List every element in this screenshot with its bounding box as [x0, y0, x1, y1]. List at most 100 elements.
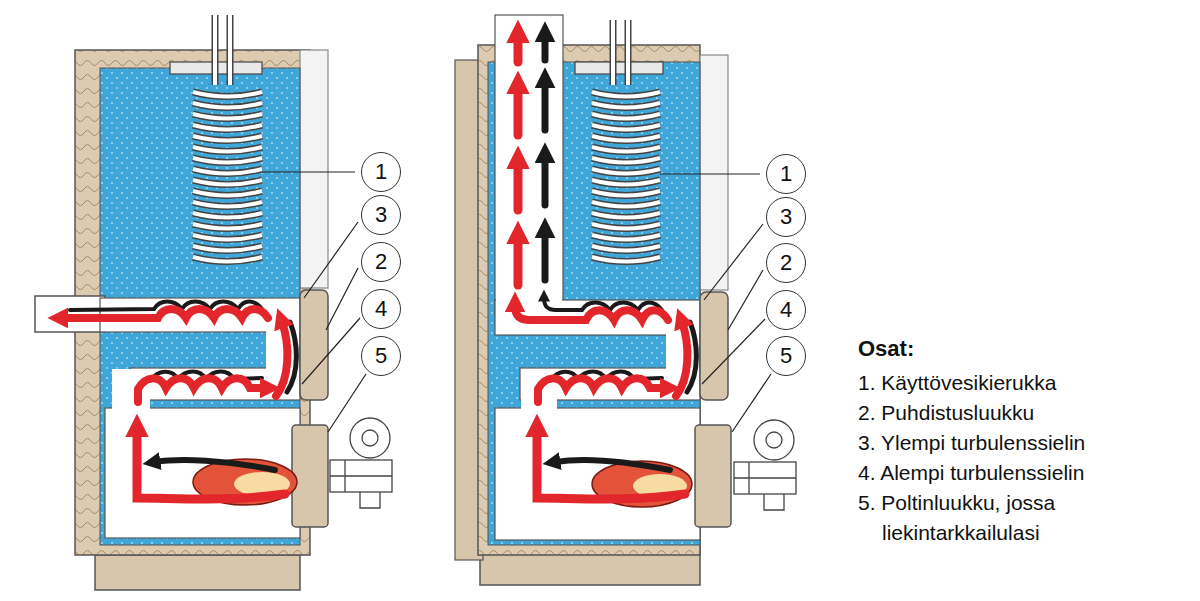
coil-turn: [193, 158, 262, 163]
flow-arrow: [515, 306, 668, 320]
flow-arrow: [542, 36, 549, 60]
coil-turn: [592, 224, 660, 229]
flow-arrow: [155, 460, 275, 470]
flow-arrow: [514, 237, 523, 285]
flow-arrow: [62, 309, 268, 318]
coil-turn: [193, 235, 262, 240]
coil-turn: [592, 235, 660, 240]
coil-pipe: [613, 20, 628, 85]
coil-turn: [592, 136, 660, 141]
callout-circle: 5: [361, 336, 401, 376]
front-panel: [700, 55, 728, 290]
coil-turn: [193, 125, 262, 130]
burner-detail: [330, 460, 392, 508]
coil-turn: [193, 257, 262, 262]
coil-turn: [193, 136, 262, 141]
flue-gas-arrows: [62, 302, 296, 500]
coil-turn: [592, 92, 660, 97]
flow-arrow: [538, 378, 666, 402]
callout-number: 2: [780, 252, 792, 274]
callout-number: 4: [780, 299, 792, 321]
callout-circle: 2: [361, 242, 401, 282]
coil-turn: [592, 224, 660, 229]
coil-turn: [193, 246, 262, 251]
firebox-outlet: [112, 369, 150, 413]
flue-stack: [495, 15, 563, 315]
coil-turn: [193, 125, 262, 130]
flow-arrow: [542, 82, 549, 130]
coil-turn: [592, 213, 660, 218]
coil-turn: [193, 136, 262, 141]
burner-unit: [330, 418, 392, 508]
parts-list-item: 4. Alempi turbulenssielin: [858, 458, 1192, 488]
coil-turn: [592, 257, 660, 262]
leader-lines: [660, 174, 771, 432]
coil-turn: [193, 103, 262, 108]
coil-turn: [592, 169, 660, 174]
coil-turn: [592, 202, 660, 207]
coil-turn: [193, 103, 262, 108]
flow-arrow: [676, 322, 687, 396]
callout-number: 5: [375, 345, 387, 367]
flow-arrow: [276, 322, 287, 396]
coil-turn: [193, 202, 262, 207]
coil-turn: [592, 213, 660, 218]
coil-turn: [592, 147, 660, 152]
coil-turn: [592, 114, 660, 119]
leader-line: [702, 319, 765, 384]
burner-fan: [362, 430, 378, 446]
coil-turn: [193, 114, 262, 119]
burner-fan: [766, 432, 782, 448]
callout-circle: 4: [766, 290, 806, 330]
callout-circle: 1: [361, 152, 401, 192]
coil-turn: [592, 235, 660, 240]
leader-line: [732, 374, 771, 432]
coil-turn: [592, 257, 660, 262]
coil-turn: [193, 92, 262, 97]
coil-turn: [193, 213, 262, 218]
coil-pipe: [613, 20, 628, 85]
coil-turn: [193, 246, 262, 251]
flow-arrow: [537, 430, 685, 499]
callout-circle: 3: [361, 195, 401, 235]
callout-number: 5: [780, 345, 792, 367]
leader-line: [326, 268, 358, 330]
firebox: [105, 408, 300, 538]
flow-arrow: [555, 460, 670, 470]
coil-turn: [193, 191, 262, 196]
coil-turn: [592, 103, 660, 108]
flow-arrow: [514, 162, 523, 210]
coil-turn: [592, 158, 660, 163]
coil-turn: [193, 202, 262, 207]
coil-turn: [193, 147, 262, 152]
coil-turn: [592, 125, 660, 130]
coil-turn: [592, 191, 660, 196]
coil-turn: [193, 257, 262, 262]
turn-chamber: [666, 301, 699, 399]
boiler-base: [95, 555, 300, 590]
coil-turn: [193, 235, 262, 240]
callout-circle: 5: [766, 336, 806, 376]
burner-fan: [754, 420, 794, 460]
coil-pipe: [215, 15, 230, 85]
cleaning-door: [300, 290, 328, 400]
parts-list-item: 1. Käyttövesikierukka: [858, 368, 1192, 398]
firebox: [495, 408, 700, 540]
callout-number: 3: [780, 206, 792, 228]
coil-turn: [193, 224, 262, 229]
callout-number: 2: [375, 251, 387, 273]
left-boiler: [35, 15, 392, 590]
coil-turn: [193, 147, 262, 152]
burner-door: [292, 425, 328, 527]
turn-chamber: [266, 299, 299, 399]
flow-arrow: [514, 36, 523, 62]
callout-circle: 1: [766, 154, 806, 194]
coil-turn: [592, 191, 660, 196]
coil-turn: [592, 246, 660, 251]
coil-turn: [592, 136, 660, 141]
coil-turn: [592, 180, 660, 185]
coil-turn: [592, 125, 660, 130]
front-panel: [300, 50, 328, 288]
coil-turn: [592, 158, 660, 163]
